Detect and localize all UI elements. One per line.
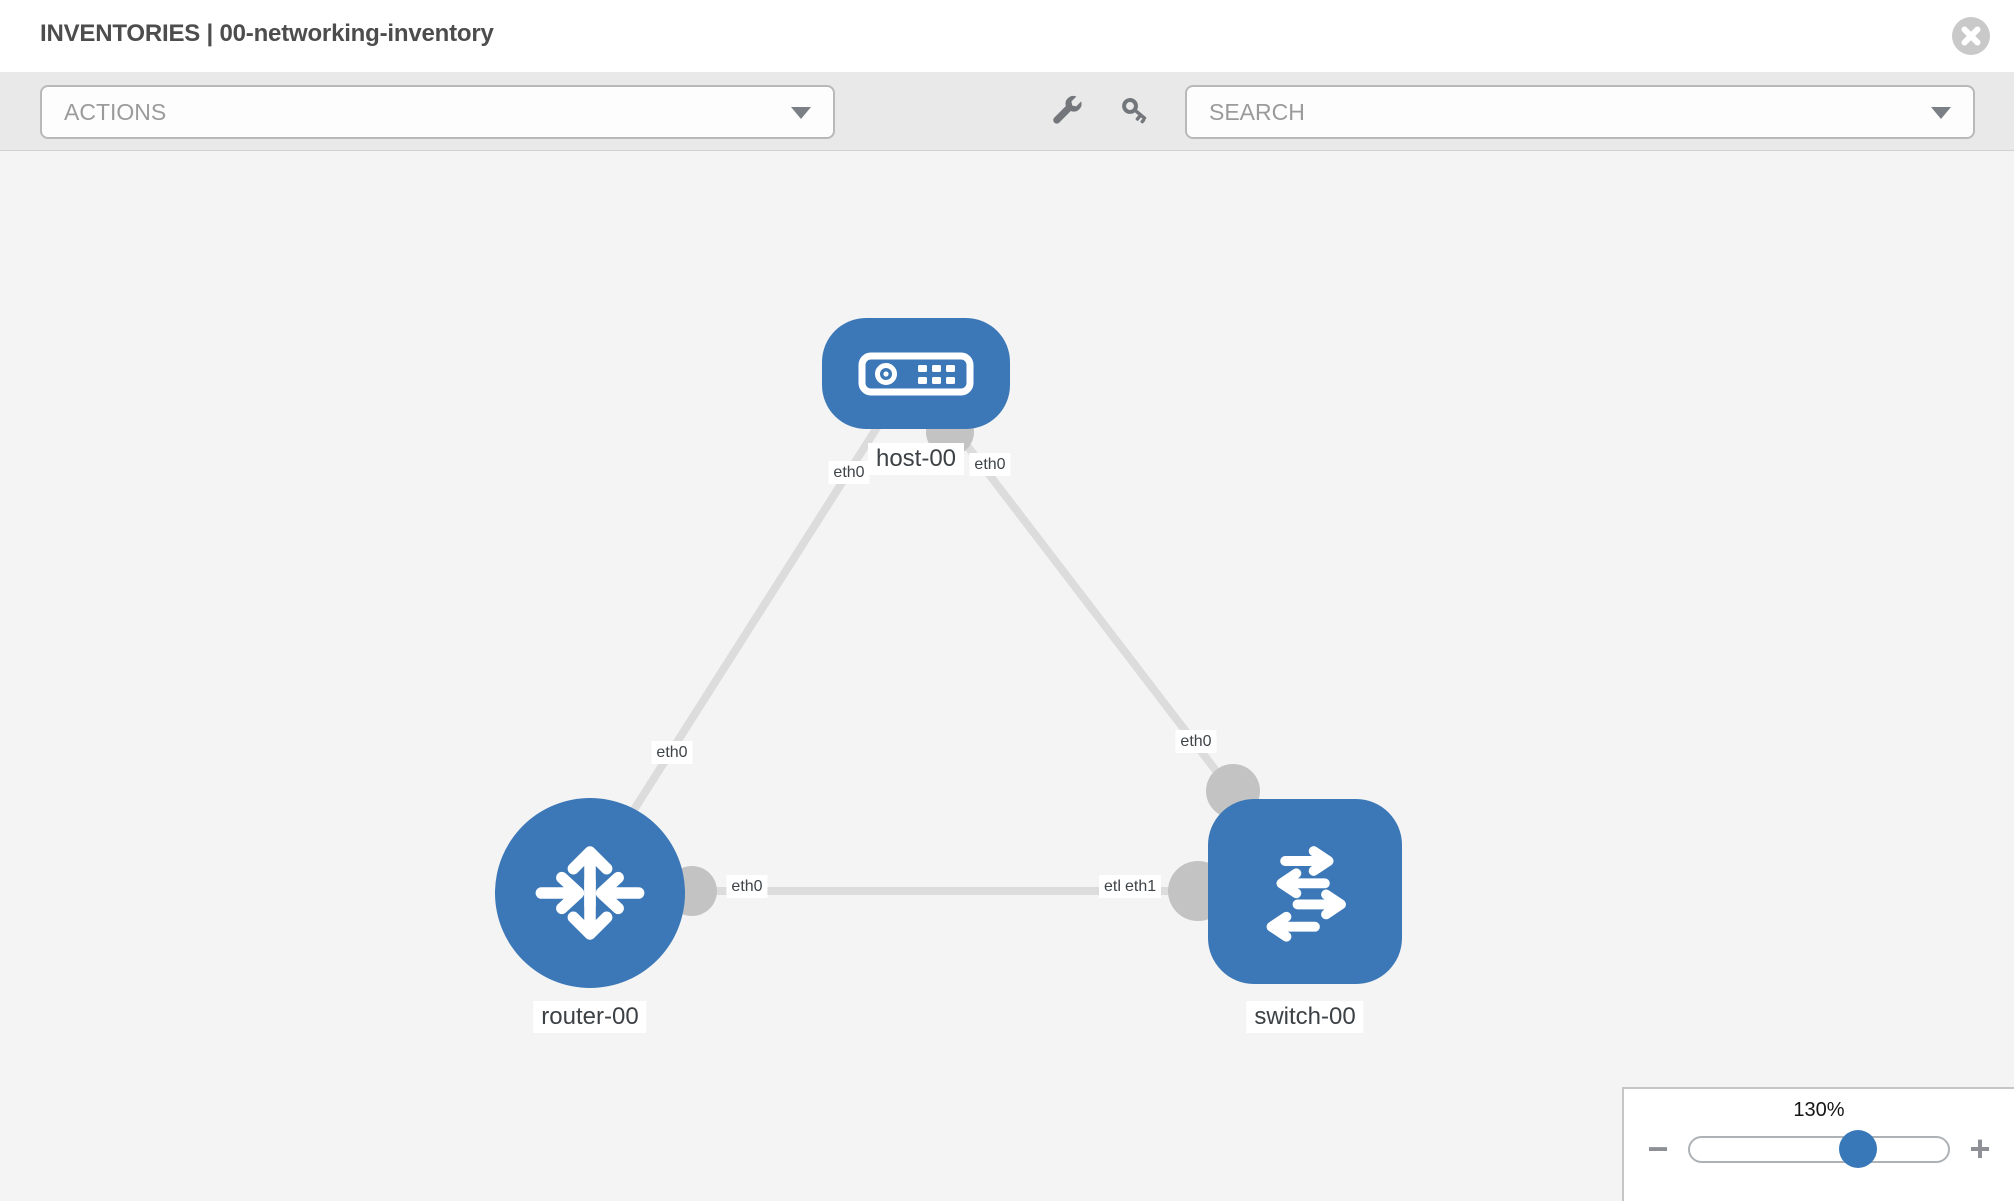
- iface-label-switch-eth0-top: eth0: [1175, 730, 1217, 753]
- topology-links-layer: [600, 408, 1300, 921]
- close-icon[interactable]: [1952, 17, 1990, 55]
- key-icon-glyph: [1122, 98, 1147, 124]
- zoom-slider-handle[interactable]: [1838, 1130, 1877, 1168]
- node-switch-00[interactable]: [1208, 799, 1402, 984]
- iface-label-host-eth0-left: eth0: [828, 461, 870, 484]
- chevron-down-icon: [1931, 107, 1951, 119]
- zoom-panel: 130% − +: [1622, 1087, 2014, 1201]
- page-title: INVENTORIES | 00-networking-inventory: [40, 20, 494, 47]
- actions-dropdown[interactable]: ACTIONS: [40, 85, 835, 139]
- search-dropdown[interactable]: SEARCH: [1185, 85, 1975, 139]
- actions-dropdown-label: ACTIONS: [64, 98, 167, 125]
- node-label-host-00: host-00: [867, 443, 965, 475]
- iface-label-router-eth0-right: eth0: [726, 875, 768, 898]
- iface-label-host-eth0-right: eth0: [969, 453, 1011, 476]
- close-icon-glyph: [1952, 17, 1990, 55]
- iface-label-router-eth0-top: eth0: [651, 741, 693, 764]
- zoom-out-button[interactable]: −: [1640, 1131, 1676, 1167]
- zoom-level-value: 130%: [1793, 1099, 1845, 1121]
- topology-canvas[interactable]: eth0 host-00 eth0 eth0 eth0 eth0 eth1 et…: [0, 151, 2014, 1201]
- key-icon[interactable]: [1114, 94, 1158, 130]
- wrench-icon-glyph: [1053, 95, 1082, 124]
- host-device-icon: [858, 352, 974, 395]
- header: INVENTORIES | 00-networking-inventory: [0, 0, 2014, 72]
- switch-arrows-icon: [1266, 845, 1346, 942]
- node-host-00[interactable]: [822, 318, 1010, 429]
- node-router-00[interactable]: [495, 798, 685, 988]
- zoom-in-button[interactable]: +: [1962, 1131, 1998, 1167]
- chevron-down-icon: [791, 107, 811, 119]
- iface-label-switch-eth1: eth1: [1120, 875, 1162, 898]
- zoom-slider-track[interactable]: [1688, 1130, 1950, 1168]
- toolbar: ACTIONS SEARCH: [0, 72, 2014, 151]
- node-label-switch-00: switch-00: [1246, 1001, 1364, 1033]
- search-dropdown-label: SEARCH: [1209, 98, 1305, 125]
- wrench-icon[interactable]: [1044, 94, 1088, 130]
- node-label-router-00: router-00: [533, 1001, 647, 1033]
- router-arrows-icon: [535, 846, 645, 940]
